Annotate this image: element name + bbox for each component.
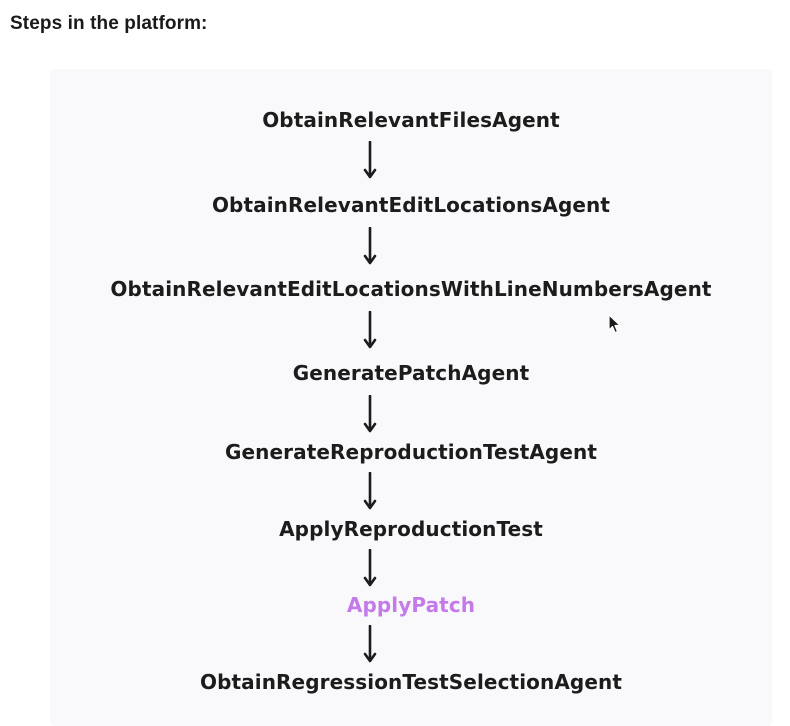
step-obtain-regression-test-selection-agent: ObtainRegressionTestSelectionAgent: [199, 670, 623, 694]
flow-arrow-6: [363, 549, 377, 589]
step-apply-patch: ApplyPatch: [346, 593, 476, 617]
page-title: Steps in the platform:: [10, 13, 208, 34]
step-obtain-relevant-edit-locations-agent: ObtainRelevantEditLocationsAgent: [211, 193, 611, 217]
flow-arrow-4: [363, 395, 377, 435]
step-generate-patch-agent: GeneratePatchAgent: [292, 361, 530, 385]
flow-arrow-7: [363, 625, 377, 665]
step-obtain-relevant-edit-locations-with-line-numbers-agent: ObtainRelevantEditLocationsWithLineNumbe…: [110, 277, 712, 301]
flow-arrow-2: [363, 227, 377, 267]
step-generate-reproduction-test-agent: GenerateReproductionTestAgent: [224, 440, 598, 464]
mouse-pointer-icon: [608, 314, 622, 334]
step-apply-reproduction-test: ApplyReproductionTest: [279, 517, 543, 541]
step-obtain-relevant-files-agent: ObtainRelevantFilesAgent: [262, 108, 560, 132]
flow-diagram: ObtainRelevantFilesAgent ObtainRelevantE…: [50, 69, 772, 726]
flow-arrow-5: [363, 472, 377, 512]
flow-arrow-1: [363, 141, 377, 181]
flow-arrow-3: [363, 311, 377, 351]
